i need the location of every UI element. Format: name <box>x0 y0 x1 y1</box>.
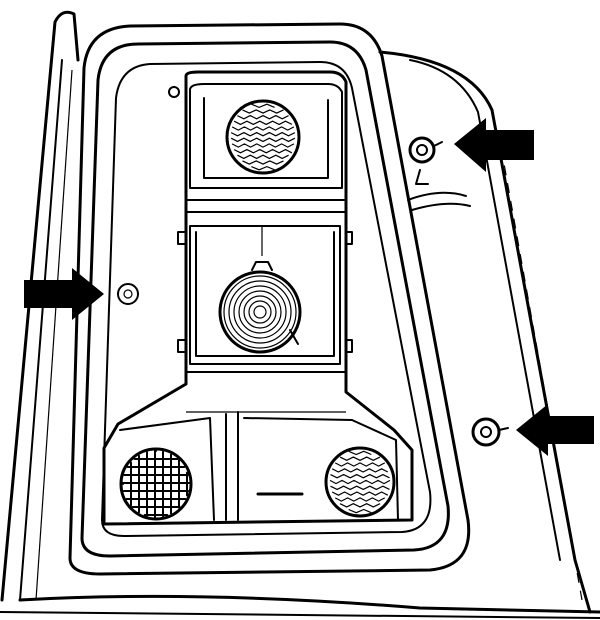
wavy-line <box>233 120 293 126</box>
wavy-line <box>334 497 386 502</box>
mounting-nut-lower-right <box>471 417 509 447</box>
wavy-line <box>330 485 390 491</box>
concentric-ring <box>233 285 287 339</box>
upper-lamp-socket <box>225 99 301 175</box>
concentric-ring <box>238 290 282 334</box>
center-lamp-socket <box>218 261 302 354</box>
wavy-line <box>331 468 389 473</box>
wavy-line <box>231 143 295 148</box>
concentric-ring <box>243 295 277 329</box>
wavy-line <box>329 479 391 485</box>
wavy-line <box>331 491 389 496</box>
wavy-line <box>242 160 284 165</box>
lower-right-lamp-socket <box>324 446 396 518</box>
small-hole <box>168 86 180 98</box>
wavy-line <box>237 154 289 160</box>
concentric-ring <box>228 280 292 344</box>
wavy-line <box>348 450 372 456</box>
wavy-line <box>339 503 381 508</box>
mounting-nut-upper-right <box>408 136 443 185</box>
wavy-line <box>242 109 284 114</box>
mounting-nut-left <box>117 283 139 305</box>
wavy-line <box>233 148 293 154</box>
wavy-line <box>330 473 390 479</box>
concentric-ring <box>248 300 272 324</box>
wavy-line <box>230 131 296 137</box>
concentric-ring <box>253 305 267 319</box>
wavy-line <box>231 126 295 131</box>
arrow-upper-right <box>454 118 534 172</box>
car-body-panel <box>0 10 600 619</box>
wavy-line <box>251 103 275 109</box>
arrow-left <box>24 268 104 320</box>
lamp-carrier-panel <box>102 70 414 526</box>
wavy-line <box>348 508 372 514</box>
wavy-line <box>237 114 289 120</box>
tail-light-housing <box>68 22 471 576</box>
concentric-ring <box>223 275 297 349</box>
wavy-line <box>339 456 381 461</box>
lower-left-lamp-socket <box>119 447 193 521</box>
arrow-lower-right <box>516 404 594 456</box>
wavy-line <box>334 462 386 467</box>
mounting-nut-left-center <box>123 289 133 299</box>
wavy-line <box>230 137 296 143</box>
wavy-line <box>251 165 275 171</box>
